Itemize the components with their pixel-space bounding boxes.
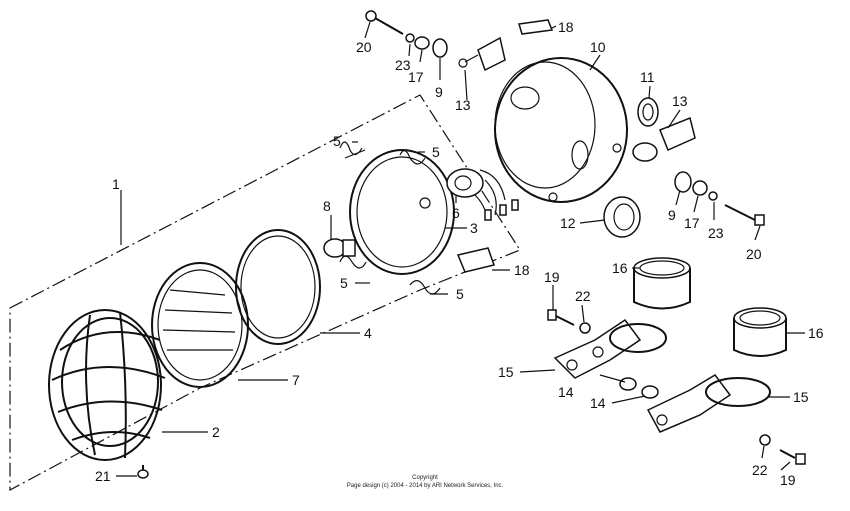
leader-lines [116,21,805,477]
callout-23-upper: 23 [395,57,411,73]
copyright-line-1: Copyright [412,475,438,481]
part-grommet [637,97,659,127]
part-headlight-case [494,57,628,203]
part-right-bolt-set [674,171,765,226]
part-reflector-upper [458,36,506,72]
callout-5-lower-left: 5 [340,275,348,291]
callout-19-right: 19 [780,472,796,488]
part-upper-bolt-set [365,10,448,58]
callout-11: 11 [640,69,655,85]
part-label-tag-lower [456,247,495,273]
callout-16-right: 16 [808,325,824,341]
part-collars [619,377,659,399]
callout-1: 1 [112,176,120,192]
callout-20-upper: 20 [356,39,372,55]
part-bulb [323,238,356,258]
callout-18-upper: 18 [558,19,574,35]
part-stay-right [646,374,771,433]
part-lens [151,262,249,388]
part-mounting-ring [349,149,455,275]
callout-19-left: 19 [544,269,560,285]
callout-18-lower: 18 [514,262,530,278]
callout-14-left: 14 [558,384,574,400]
callout-10: 10 [590,39,606,55]
part-reflector-right [632,116,696,162]
part-headlight-guard [48,309,166,461]
callout-5-lower-right: 5 [456,286,464,302]
assembly-boundary [9,94,521,492]
callout-17-right: 17 [684,215,700,231]
callout-4: 4 [364,325,372,341]
part-large-grommet [603,196,641,238]
part-socket [446,168,519,221]
callout-23-right: 23 [708,225,724,241]
part-clamp-rubber-left [633,257,691,310]
part-screw [137,465,149,479]
callout-15-right: 15 [793,389,809,405]
callout-12: 12 [560,215,576,231]
part-stay-left [553,318,667,379]
callout-3: 3 [470,220,478,236]
callout-7: 7 [292,372,300,388]
callout-5-upper-right: 5 [432,144,440,160]
part-rim [235,229,321,345]
callout-21: 21 [95,468,111,484]
callout-16-left: 16 [612,260,628,276]
callout-6: 6 [452,205,460,221]
copyright-line-2: Page design (c) 2004 - 2014 by ARI Netwo… [346,483,504,489]
callout-13-right: 13 [672,93,688,109]
part-springs [339,141,441,295]
part-lower-bolt-left [547,309,591,334]
callout-8: 8 [323,198,331,214]
callout-2: 2 [212,424,220,440]
callout-9-right: 9 [668,207,676,223]
callout-9-upper: 9 [435,84,443,100]
part-clamp-rubber-right [733,307,787,357]
part-label-tag-upper [518,19,554,35]
callout-17-upper: 17 [408,69,424,85]
callout-14-right: 14 [590,395,606,411]
callout-13-upper: 13 [455,97,471,113]
part-lower-bolt-right [759,434,806,465]
callout-20-right: 20 [746,246,762,262]
callout-15-left: 15 [498,364,514,380]
callout-22-right: 22 [752,462,768,478]
copyright-footer: Copyright Page design (c) 2004 - 2014 by… [0,474,850,490]
callout-5-upper-left: 5 [333,133,341,149]
callout-22-left: 22 [575,288,591,304]
